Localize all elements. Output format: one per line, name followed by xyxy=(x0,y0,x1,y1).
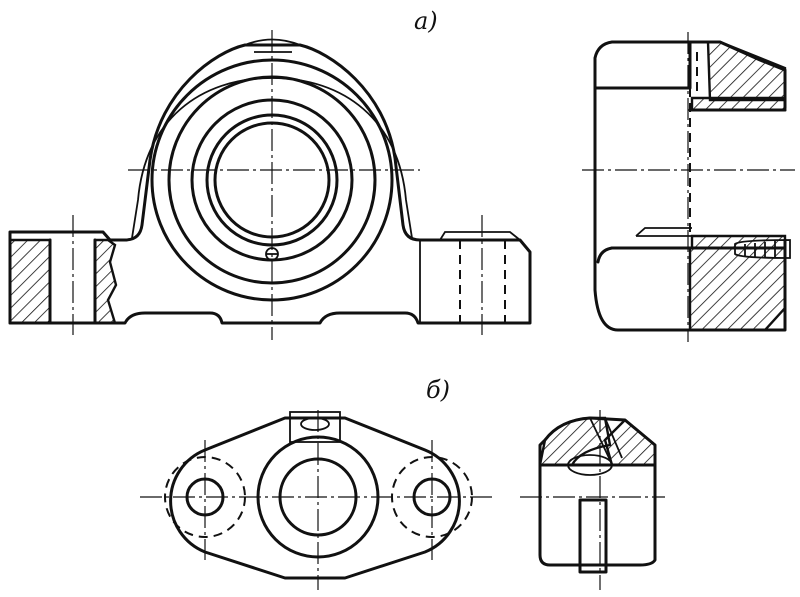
bearing-housing-plan-view xyxy=(140,410,495,590)
housing-outline xyxy=(8,43,532,325)
left-foot-section xyxy=(8,238,52,325)
side-outline xyxy=(593,40,692,90)
side-locking-screw xyxy=(734,239,791,259)
plan-outline xyxy=(169,416,461,580)
view-label-b: б) xyxy=(426,376,450,404)
lower-section-hatch xyxy=(688,246,787,332)
bearing-housing-end-view-b xyxy=(520,410,665,590)
bearing-housing-side-section xyxy=(582,32,795,342)
foot-tab xyxy=(578,498,608,574)
upper-section-hatch xyxy=(706,40,787,102)
bearing-housing-front-view xyxy=(8,30,532,340)
view-label-a: а) xyxy=(414,7,438,35)
oil-cup xyxy=(289,411,341,443)
